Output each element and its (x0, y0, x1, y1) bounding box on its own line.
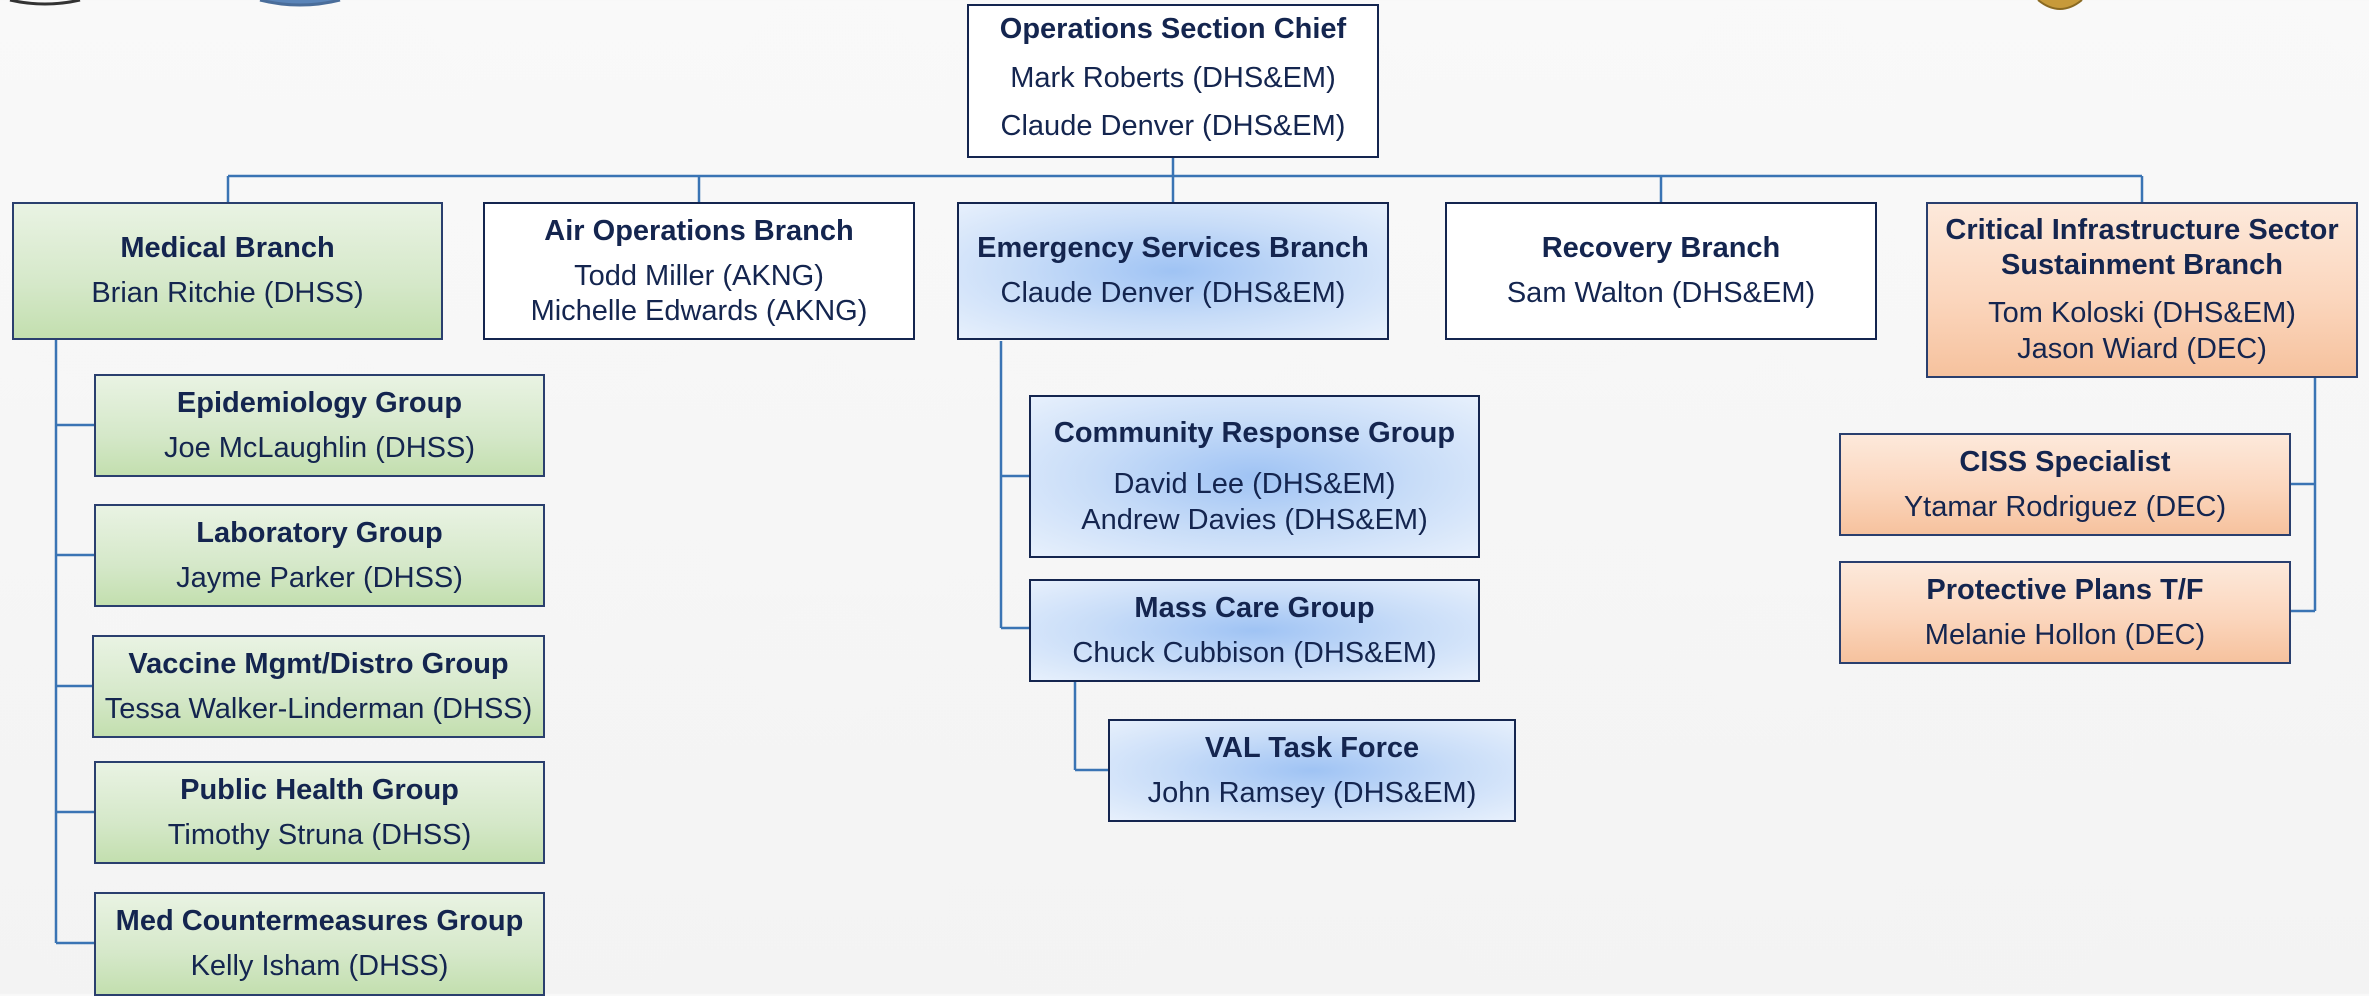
air-operations-branch-box: Air Operations Branch Todd Miller (AKNG)… (483, 202, 915, 340)
recovery-branch-names: Sam Walton (DHS&EM) (1506, 277, 1816, 310)
recovery-branch-box: Recovery Branch Sam Walton (DHS&EM) (1445, 202, 1877, 340)
medical-branch-title: Medical Branch (120, 232, 335, 265)
air-branch-names: Todd Miller (AKNG) Michelle Edwards (AKN… (530, 259, 868, 328)
epidemiology-group-box: Epidemiology Group Joe McLaughlin (DHSS) (94, 374, 545, 477)
operations-section-chief-box: Operations Section Chief Mark Roberts (D… (967, 4, 1379, 158)
ciss-specialist-title: CISS Specialist (1959, 445, 2171, 478)
medical-branch-box: Medical Branch Brian Ritchie (DHSS) (12, 202, 443, 340)
chief-names: Mark Roberts (DHS&EM) Claude Denver (DHS… (1000, 62, 1346, 143)
public-health-group-title: Public Health Group (180, 773, 459, 806)
seal-logo-left (9, 0, 341, 7)
protective-plans-title: Protective Plans T/F (1926, 573, 2204, 606)
mass-care-group-names: Chuck Cubbison (DHS&EM) (1072, 636, 1437, 669)
ciss-specialist-box: CISS Specialist Ytamar Rodriguez (DEC) (1839, 433, 2291, 536)
community-response-group-box: Community Response Group David Lee (DHS&… (1029, 395, 1480, 558)
protective-plans-box: Protective Plans T/F Melanie Hollon (DEC… (1839, 561, 2291, 664)
laboratory-group-title: Laboratory Group (196, 516, 443, 549)
emergency-branch-names: Claude Denver (DHS&EM) (1000, 277, 1346, 310)
vaccine-group-box: Vaccine Mgmt/Distro Group Tessa Walker-L… (92, 635, 545, 738)
critical-branch-title: Critical Infrastructure Sector Sustainme… (1945, 213, 2339, 281)
seal-logo-right (2037, 0, 2083, 10)
critical-branch-names: Tom Koloski (DHS&EM) Jason Wiard (DEC) (1988, 297, 2296, 365)
medical-branch-names: Brian Ritchie (DHSS) (91, 277, 364, 310)
recovery-branch-title: Recovery Branch (1541, 232, 1781, 265)
val-task-force-title: VAL Task Force (1204, 731, 1420, 764)
vaccine-group-title: Vaccine Mgmt/Distro Group (128, 647, 509, 680)
laboratory-group-box: Laboratory Group Jayme Parker (DHSS) (94, 504, 545, 607)
emergency-branch-title: Emergency Services Branch (977, 232, 1369, 265)
ciss-specialist-names: Ytamar Rodriguez (DEC) (1903, 490, 2227, 523)
countermeasures-group-title: Med Countermeasures Group (115, 905, 524, 938)
chief-title: Operations Section Chief (999, 13, 1347, 46)
epidemiology-group-names: Joe McLaughlin (DHSS) (163, 431, 476, 464)
critical-infrastructure-branch-box: Critical Infrastructure Sector Sustainme… (1926, 202, 2358, 378)
public-health-group-names: Timothy Struna (DHSS) (167, 818, 472, 851)
protective-plans-names: Melanie Hollon (DEC) (1924, 618, 2206, 651)
public-health-group-box: Public Health Group Timothy Struna (DHSS… (94, 761, 545, 864)
community-group-title: Community Response Group (1053, 417, 1456, 449)
countermeasures-group-names: Kelly Isham (DHSS) (190, 950, 449, 983)
val-task-force-names: John Ramsey (DHS&EM) (1147, 776, 1477, 809)
laboratory-group-names: Jayme Parker (DHSS) (176, 561, 463, 594)
mass-care-group-box: Mass Care Group Chuck Cubbison (DHS&EM) (1029, 579, 1480, 682)
air-branch-title: Air Operations Branch (544, 214, 854, 247)
med-countermeasures-group-box: Med Countermeasures Group Kelly Isham (D… (94, 892, 545, 996)
vaccine-group-names: Tessa Walker-Linderman (DHSS) (104, 692, 533, 725)
community-group-names: David Lee (DHS&EM) Andrew Davies (DHS&EM… (1081, 468, 1428, 536)
mass-care-group-title: Mass Care Group (1134, 591, 1375, 624)
epidemiology-group-title: Epidemiology Group (176, 386, 463, 419)
emergency-services-branch-box: Emergency Services Branch Claude Denver … (957, 202, 1389, 340)
val-task-force-box: VAL Task Force John Ramsey (DHS&EM) (1108, 719, 1516, 822)
